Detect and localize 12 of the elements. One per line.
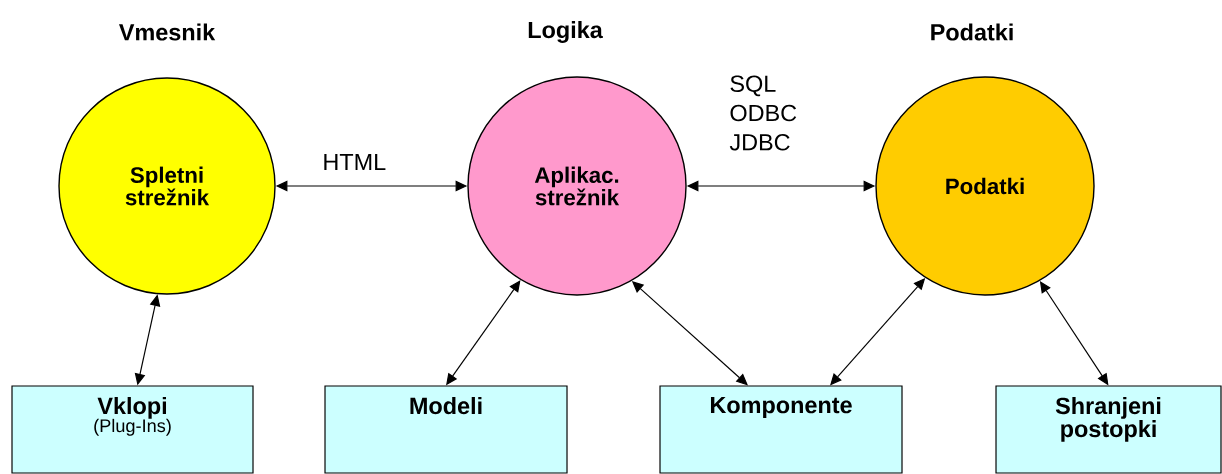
column-heading: Logika [528, 21, 603, 43]
edge-label: HTML [324, 153, 386, 171]
process-box: Shranjeni postopki [995, 385, 1222, 474]
process-box: Vklopi (Plug-Ins) [11, 385, 254, 474]
edge-label: SQL ODBC JDBC [729, 75, 797, 151]
circle-node: Spletni strežnik [58, 77, 276, 295]
column-heading: Podatki [931, 23, 1013, 41]
circle-node: Podatki [875, 76, 1095, 296]
circle-node: Aplikac. strežnik [467, 76, 687, 296]
column-heading: Vmesnik [119, 23, 216, 41]
process-box: Modeli [324, 385, 568, 474]
process-box: Komponente [659, 385, 903, 474]
